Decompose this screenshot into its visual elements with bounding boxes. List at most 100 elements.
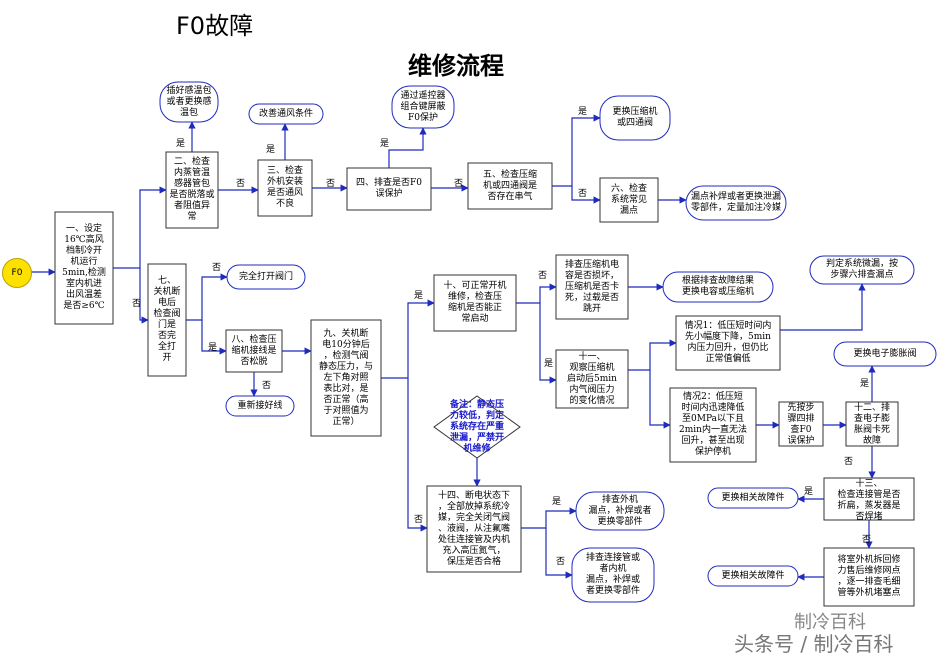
connector-lines xyxy=(30,114,876,581)
connector-33 xyxy=(545,528,573,579)
node-shape-n1 xyxy=(54,211,114,325)
connector-9 xyxy=(552,114,601,187)
branch-label-yes: 是 xyxy=(176,139,186,149)
node-text-n3: 三、检查 外机安装 是否通风 不良 xyxy=(266,166,303,209)
node-shape-c1r xyxy=(809,255,915,285)
node-shape-n8r xyxy=(225,395,295,417)
node-shape-c1 xyxy=(675,315,781,371)
connector-2 xyxy=(139,268,149,324)
connector-1 xyxy=(113,186,167,269)
node-shape-n14 xyxy=(426,485,522,573)
node-text-note: 备注：静态压 力较低，判定 系统存在严重 泄漏，严禁开 机维修 xyxy=(449,399,504,454)
node-shape-n13 xyxy=(823,477,915,521)
node-text-n14y: 排查外机 漏点，补焊或者 更换零部件 xyxy=(588,494,652,527)
branch-label-no: 否 xyxy=(454,179,464,189)
node-text-n2: 二、检查 内蒸管温 感器管包 是否脱落或 者阻值异 常 xyxy=(169,157,215,222)
connector-12 xyxy=(186,273,228,321)
node-shape-n9 xyxy=(310,319,382,437)
branch-label-yes: 是 xyxy=(266,145,276,155)
node-shape-n14n xyxy=(571,547,655,603)
node-text-n3r: 改善通风条件 xyxy=(258,108,313,119)
branch-label-no: 否 xyxy=(262,381,272,391)
node-shape-n10r xyxy=(555,254,629,320)
branch-label-no: 否 xyxy=(578,189,588,199)
branch-label-no: 否 xyxy=(212,263,222,273)
connector-19 xyxy=(516,283,557,304)
node-shape-n3r xyxy=(248,103,324,125)
node-text-c2: 情况2：低压短 时间内迅速降低 至0MPa以下且 2min内一直无法 回升，甚至… xyxy=(679,392,747,457)
connector-32 xyxy=(521,507,577,529)
node-text-n13b: 将室外机拆回修 力售后维修网点 ，逐一排查毛细 管等外机堵塞点 xyxy=(837,555,901,598)
node-text-n11: 十一、 观察压缩机 启动后5min 内气阀压力 的变化情况 xyxy=(567,351,617,406)
branch-label-yes: 是 xyxy=(578,107,588,117)
node-text-n13: 十三、 检查连接管是否 折扁，蒸发器是 否焊堵 xyxy=(837,479,901,522)
node-shape-n13l xyxy=(707,487,799,509)
node-text-n13l: 更换相关故障件 xyxy=(721,492,785,503)
node-shape-n6 xyxy=(599,177,659,223)
connector-16 xyxy=(381,299,435,379)
process-title: 维修流程 xyxy=(408,52,504,80)
connector-20 xyxy=(539,303,557,384)
node-text-n8: 八、检查压 缩机接线是 否松脱 xyxy=(231,334,277,367)
node-shape-n5r xyxy=(599,95,671,141)
branch-label-yes: 是 xyxy=(208,343,218,353)
node-shape-n12 xyxy=(845,401,899,447)
start-node: F0 xyxy=(2,258,32,288)
fault-title: F0故障 xyxy=(176,12,254,40)
watermark-brand: 制冷百科 xyxy=(794,612,866,633)
node-shape-n6r xyxy=(685,185,787,221)
node-text-n1: 一、设定 16℃高风 档制冷开 机运行 5min,检测 室内机进 出风温差 是否… xyxy=(62,224,106,311)
branch-label-yes: 是 xyxy=(380,139,390,149)
node-shape-n4 xyxy=(346,167,432,211)
node-text-n6r: 漏点补焊或者更换泄漏 零部件，定量加注冷媒 xyxy=(690,192,781,213)
node-text-n13bl: 更换相关故障件 xyxy=(721,570,785,581)
node-shape-n11 xyxy=(555,349,629,409)
node-shape-n10 xyxy=(433,274,517,332)
branch-label-yes: 是 xyxy=(544,359,554,369)
node-text-n12r: 更换电子膨胀阀 xyxy=(853,348,917,359)
branch-label-no: 否 xyxy=(862,535,872,545)
node-text-n6: 六、检查 系统常见 漏点 xyxy=(610,183,647,216)
connector-13 xyxy=(201,320,227,355)
node-text-n4r: 通过遥控器 组合键屏蔽 F0保护 xyxy=(400,90,446,123)
node-text-n9: 九、关机断 电10分钟后 ，检测气阀 静态压力，与 左下角对照 表比对，是 否正… xyxy=(318,328,373,427)
branch-label-no: 否 xyxy=(556,557,566,567)
node-text-n5r: 更换压缩机 或四通阀 xyxy=(612,107,658,128)
node-shapes xyxy=(54,81,937,607)
node-shape-n13b xyxy=(823,547,915,607)
node-text-c1r: 判定系统微漏，按 步骤六排查漏点 xyxy=(825,259,898,280)
node-shape-n3 xyxy=(257,159,313,217)
node-shape-n7 xyxy=(147,263,187,377)
node-text-n5: 五、检查压缩 机或四通阀是 否存在串气 xyxy=(482,169,537,202)
branch-label-no: 否 xyxy=(538,271,548,281)
connector-23 xyxy=(649,370,671,429)
node-shape-n10rr xyxy=(662,271,774,303)
node-text-n7: 七、 关机断 电后 检查阀 门是 否完 全打 开 xyxy=(153,276,181,363)
node-shape-n8 xyxy=(225,329,283,373)
node-shape-note xyxy=(433,395,521,459)
node-text-c2r: 先按步 骤四排 查F0 误保护 xyxy=(787,403,815,446)
branch-label-no: 否 xyxy=(844,457,854,467)
node-text-n10rr: 根据排查故障结果 更换电容或压缩机 xyxy=(681,276,754,297)
node-text-n14n: 排查连接管或 者内机 漏点，补焊或 者更换零部件 xyxy=(585,553,640,596)
watermark-account: 头条号 / 制冷百科 xyxy=(734,632,894,656)
connector-7 xyxy=(388,127,427,168)
node-text-n4: 四、排查是否F0 误保护 xyxy=(356,178,422,199)
branch-label-no: 否 xyxy=(132,299,142,309)
node-shape-c2 xyxy=(669,387,757,463)
node-shape-n7r xyxy=(226,264,306,290)
branch-label-yes: 是 xyxy=(860,379,870,389)
connector-17 xyxy=(407,378,428,532)
node-shape-n12r xyxy=(833,341,937,367)
node-text-n8r: 重新接好线 xyxy=(237,400,283,411)
node-shape-n14y xyxy=(575,491,665,531)
connector-24 xyxy=(780,283,866,331)
branch-label-no: 否 xyxy=(236,179,246,189)
branch-label-no: 否 xyxy=(414,515,424,525)
node-text-n10: 十、可正常开机 维修，检查压 缩机是否能正 常启动 xyxy=(443,281,507,324)
node-text-n2r: 插好感温包 或者更换感 温包 xyxy=(166,85,212,118)
branch-label-yes: 是 xyxy=(804,487,814,497)
node-text-n7r: 完全打开阀门 xyxy=(238,271,293,282)
node-shape-n2r xyxy=(159,81,219,123)
connector-22 xyxy=(628,339,677,371)
